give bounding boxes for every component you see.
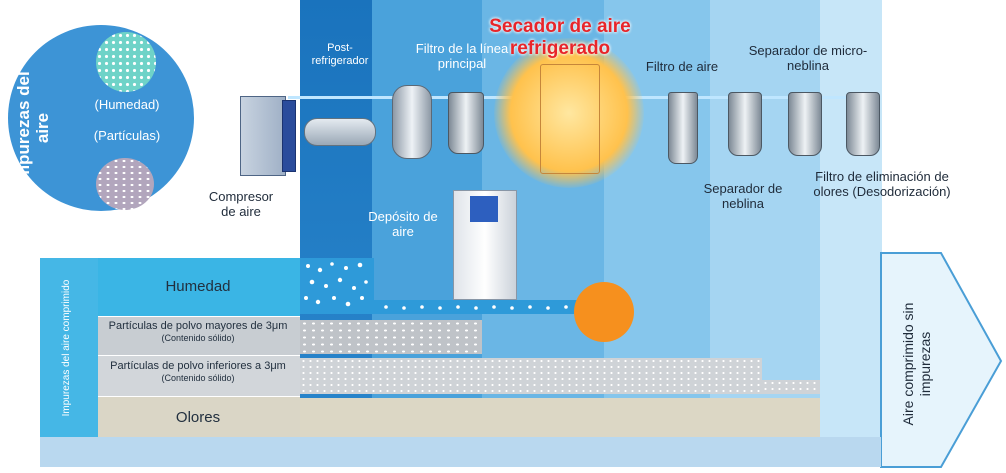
humidity-sample xyxy=(96,32,156,92)
row-label-large-particles: Partículas de polvo mayores de 3μm (Cont… xyxy=(98,320,298,343)
particles-sample xyxy=(96,158,154,210)
impurities-humidity: (Humedad) xyxy=(94,97,160,112)
compressor-label: Compresor de aire xyxy=(208,189,274,219)
aftercooler-label: Post-refrigerador xyxy=(311,42,369,67)
row-label-small-sub: (Contenido sólido) xyxy=(161,373,235,383)
compressor-panel xyxy=(282,100,296,172)
impurities-particles: (Partículas) xyxy=(93,128,161,143)
dryer-glow xyxy=(494,38,644,188)
dryer-outline xyxy=(540,64,600,174)
humidity-drops xyxy=(304,262,586,310)
aftercooler-icon xyxy=(304,118,376,146)
odor-filter-label: Filtro de eliminación de olores (Desodor… xyxy=(813,169,951,199)
row-label-large-sub: (Contenido sólido) xyxy=(161,333,235,343)
impurities-title: Impurezas del aire xyxy=(14,71,52,185)
odor-filter-icon xyxy=(846,92,880,156)
row-cell-odor xyxy=(98,397,300,438)
tank-label: Depósito de aire xyxy=(368,209,438,239)
micro-mist-label: Separador de micro-neblina xyxy=(748,43,868,73)
dryer-unit-panel xyxy=(470,196,498,222)
row-label-large-main: Partículas de polvo mayores de 3μm xyxy=(108,320,288,332)
row-cell-large-particles xyxy=(98,317,300,356)
row-cell-humidity xyxy=(98,258,300,317)
compressor-icon xyxy=(240,96,286,176)
output-arrow xyxy=(40,252,1003,468)
main-filter-label: Filtro de la línea principal xyxy=(415,41,509,71)
air-filter-label: Filtro de aire xyxy=(645,59,719,74)
row-label-humidity: Humedad xyxy=(165,278,231,295)
row-label-odor: Olores xyxy=(175,409,221,426)
large-particles-bar xyxy=(300,320,482,354)
odor-bar xyxy=(300,398,820,438)
row-cell-small-particles xyxy=(98,356,300,397)
humidity-bar-step2 xyxy=(374,300,602,314)
row-label-small-main: Partículas de polvo inferiores a 3μm xyxy=(110,360,286,372)
mist-separator-label: Separador de neblina xyxy=(703,181,783,211)
mist-separator-icon xyxy=(728,92,762,156)
small-particles-bar-tail xyxy=(762,380,820,394)
orange-dot xyxy=(574,282,634,342)
table-side-header xyxy=(40,258,98,438)
humidity-bar-step1 xyxy=(300,258,374,314)
dryer-label: Secador de aire refrigerado xyxy=(489,16,631,59)
tank-icon xyxy=(392,85,432,159)
small-particles-bar xyxy=(300,358,762,394)
main-filter-icon xyxy=(448,92,484,154)
output-label: Aire comprimido sin impurezas xyxy=(900,302,933,426)
air-filter-icon xyxy=(668,92,698,164)
micro-mist-icon xyxy=(788,92,822,156)
band-6 xyxy=(820,0,882,440)
row-label-small-particles: Partículas de polvo inferiores a 3μm (Co… xyxy=(98,360,298,383)
